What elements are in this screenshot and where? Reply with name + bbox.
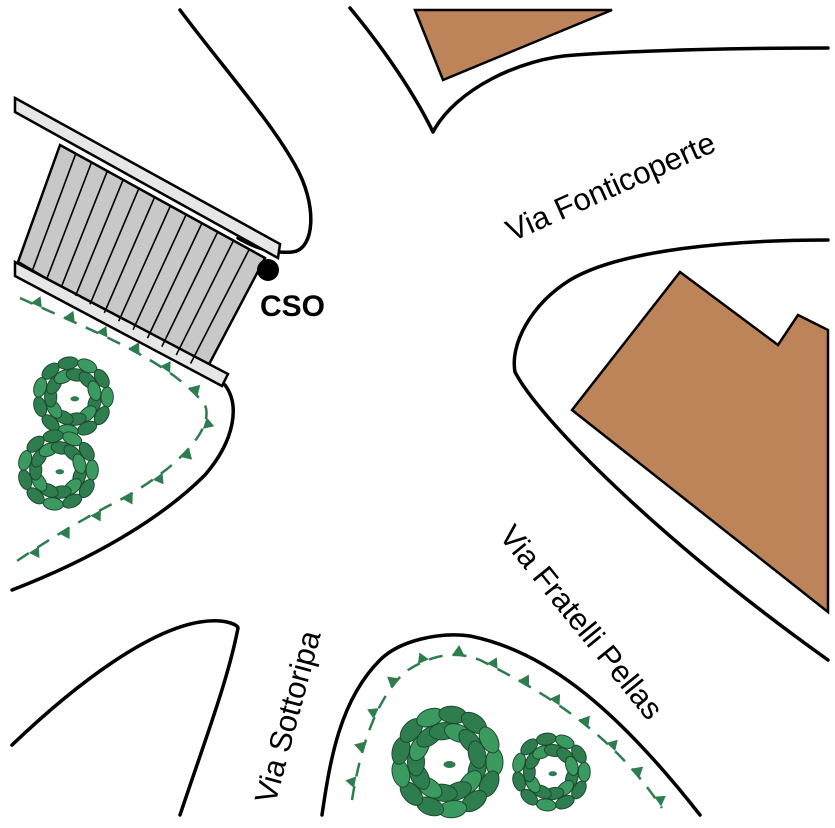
hedge-leaf: [606, 739, 618, 752]
stairs-top-rail: [13, 95, 282, 260]
hedge-west-garden: [13, 296, 215, 565]
road-edge-south-garden: [320, 633, 702, 817]
stair-step: [46, 162, 93, 280]
stair-step: [146, 222, 203, 339]
road-edge-south-west: [10, 619, 240, 817]
hedge-leaf: [345, 776, 357, 789]
stair-step: [117, 205, 172, 322]
building-north: [413, 8, 613, 82]
street-label-fonticoperte: Via Fonticoperte: [501, 125, 721, 249]
hedges: [13, 296, 666, 809]
hedge-leaf: [152, 472, 164, 485]
stair-step: [132, 214, 187, 331]
tree-south-1: [391, 705, 504, 819]
hedge-leaf: [122, 492, 133, 505]
street-label-fratelli-pellas: Via Fratelli Pellas: [493, 518, 671, 726]
hedge-leaf: [631, 766, 644, 778]
road-edges: [10, 6, 830, 817]
hedge-leaf: [202, 417, 215, 429]
road-edge-north-east: [348, 6, 830, 134]
hedge-leaf: [90, 509, 101, 522]
hedge-leaf: [518, 674, 530, 687]
stair-step: [89, 188, 140, 305]
stair-step: [189, 248, 250, 364]
road-edge-west-garden: [10, 383, 235, 592]
hedge-leaf: [578, 715, 590, 728]
stair-steps: [31, 153, 250, 364]
stair-step: [161, 231, 219, 347]
hedge-leaf: [354, 741, 366, 754]
hedge-south-garden: [345, 645, 666, 809]
buildings: [413, 8, 830, 615]
street-label-sottoripa: Via Sottoripa: [248, 626, 328, 807]
hedge-leaf: [28, 546, 40, 559]
hedge-leaf: [452, 645, 465, 656]
cso-marker: CSO: [257, 259, 325, 323]
hedge-leaf: [160, 361, 171, 373]
road-edge-east-upper: [512, 238, 830, 662]
stairs-bottom-rail: [13, 259, 230, 388]
stair-step: [103, 196, 156, 314]
tree-west-1: [33, 356, 114, 438]
stair-step: [175, 240, 235, 356]
cso-label: CSO: [260, 290, 325, 323]
hedge-leaf: [30, 296, 42, 308]
hedge-leaf: [63, 310, 75, 323]
hedge-leaf: [486, 657, 498, 669]
building-east: [570, 270, 830, 615]
stairs: [13, 95, 282, 388]
tree-west-2: [18, 429, 99, 511]
road-edge-north-west: [178, 8, 313, 255]
trees: [18, 356, 591, 819]
hedge-leaf: [387, 676, 399, 688]
stair-step: [31, 153, 77, 271]
hedge-leaf: [96, 325, 108, 338]
hedge-leaf: [654, 795, 666, 807]
black-dot-icon: [257, 259, 279, 281]
stair-step: [74, 179, 124, 297]
hedge-leaf: [417, 652, 429, 665]
hedge-leaf: [128, 342, 140, 355]
hedge-leaf: [367, 708, 379, 720]
hedge-leaf: [180, 448, 193, 460]
hedge-leaf: [188, 384, 201, 397]
tree-south-2: [512, 732, 591, 812]
hedge-leaf: [59, 527, 70, 540]
stair-step: [60, 170, 109, 288]
hedge-leaf: [549, 693, 561, 706]
